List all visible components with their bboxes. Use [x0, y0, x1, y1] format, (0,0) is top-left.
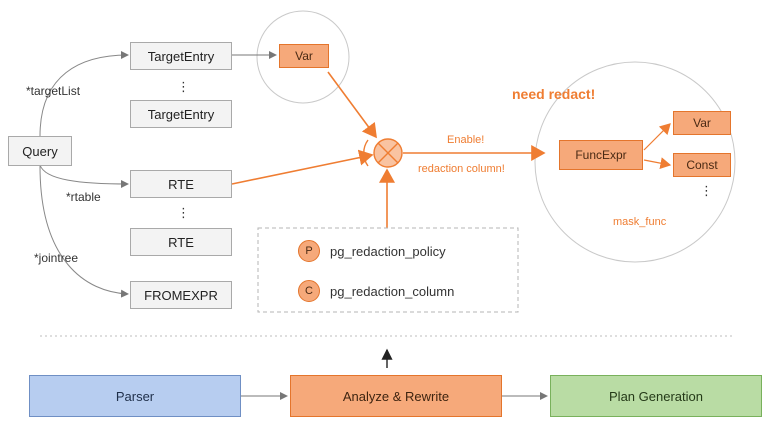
query-label: Query	[22, 143, 58, 159]
jointree-label: *jointree	[34, 251, 79, 265]
funcexpr-children-ellipsis: ⋮	[700, 183, 713, 198]
funcexpr-node: FuncExpr	[559, 140, 643, 170]
rte-label-1: RTE	[168, 176, 194, 192]
query-to-rte-curve	[39, 164, 129, 188]
rte-to-merge-line	[231, 149, 374, 185]
column-badge-letter: C	[305, 285, 313, 297]
query-node: Query	[8, 136, 72, 166]
var-right-label: Var	[693, 116, 711, 130]
target-entry-label-2: TargetEntry	[147, 106, 215, 122]
analyze-phase-label: Analyze & Rewrite	[342, 388, 450, 404]
column-label: pg_redaction_column	[330, 284, 455, 299]
funcexpr-to-const-line	[643, 157, 672, 170]
fromexpr-label: FROMEXPR	[144, 287, 218, 303]
need-redact-label: need redact!	[512, 86, 596, 102]
rtable-label: *rtable	[66, 190, 101, 204]
column-badge: C	[298, 280, 320, 302]
catalog-dashed-container	[257, 227, 519, 313]
var-to-merge-line	[327, 71, 377, 139]
third-phase: Plan Generation	[550, 375, 762, 417]
funcexpr-label: FuncExpr	[575, 148, 627, 162]
const-label: Const	[686, 158, 718, 172]
target-entry-label-1: TargetEntry	[147, 48, 215, 64]
const-node: Const	[673, 153, 731, 177]
target-entry-node-1: TargetEntry	[130, 42, 232, 70]
target-entry-ellipsis: ⋮	[177, 79, 190, 94]
var-node-right: Var	[673, 111, 731, 135]
merge-cross-b	[377, 142, 399, 164]
query-to-fromexpr-curve	[39, 165, 129, 298]
policy-badge: P	[298, 240, 320, 262]
rte-ellipsis: ⋮	[177, 205, 190, 220]
redaction-column-label: redaction column!	[418, 163, 505, 175]
parser-phase: Parser	[29, 375, 241, 417]
rte-node-1: RTE	[130, 170, 232, 198]
var-node-left: Var	[279, 44, 329, 68]
merge-bracket-left	[363, 139, 369, 167]
analyze-phase: Analyze & Rewrite	[290, 375, 502, 417]
rte-label-2: RTE	[168, 234, 194, 250]
query-to-targetentry-curve	[39, 51, 129, 137]
var-left-label: Var	[295, 49, 313, 63]
mask-func-label: mask_func	[613, 216, 667, 228]
var-zoom-circle	[256, 10, 350, 104]
rte-node-2: RTE	[130, 228, 232, 256]
parser-phase-label: Parser	[115, 388, 155, 404]
target-entry-node-2: TargetEntry	[130, 100, 232, 128]
policy-badge-letter: P	[305, 245, 313, 257]
fromexpr-node: FROMEXPR	[130, 281, 232, 309]
enable-label: Enable!	[447, 134, 485, 146]
funcexpr-to-var-line	[643, 123, 671, 151]
policy-label: pg_redaction_policy	[330, 244, 446, 259]
targetlist-label: *targetList	[26, 84, 81, 98]
funcexpr-zoom-circle	[534, 61, 736, 263]
third-phase-label: Plan Generation	[609, 388, 703, 404]
